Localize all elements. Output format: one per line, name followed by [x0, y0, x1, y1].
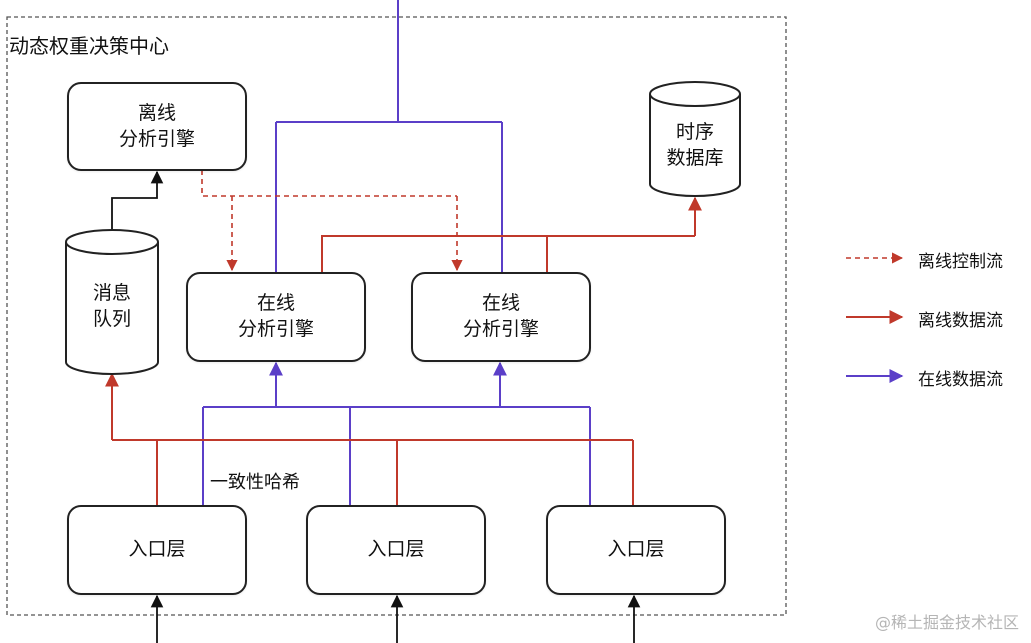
- queue-to-offline-engine: [111, 170, 164, 233]
- online-engine-1-box: [186, 272, 366, 362]
- message-queue-cylinder: [65, 229, 159, 375]
- entry-layer-2-box: [306, 505, 486, 595]
- entry-layer-1-label: 入口层: [128, 538, 186, 561]
- default-flow: [111, 170, 641, 643]
- legend-label-online-data: 在线数据流: [918, 370, 1003, 390]
- entry-layer-3-box: [546, 505, 726, 595]
- timeseries-db-cylinder: [649, 81, 741, 197]
- legend-label-offline-data: 离线数据流: [918, 311, 1003, 331]
- offline-engine-label: 离线 分析引擎: [118, 101, 195, 150]
- engine-to-tsdb-bus: [321, 235, 695, 272]
- offline-engine-box: [67, 82, 247, 171]
- credit-text: @稀土掘金技术社区: [874, 613, 1019, 632]
- offline-control-flow: [201, 170, 463, 272]
- legend-swatches: [846, 252, 904, 383]
- entry-layer-2-label: 入口层: [367, 538, 425, 561]
- control-bus: [201, 170, 457, 197]
- legend-label-offline-control: 离线控制流: [918, 252, 1003, 272]
- offline-data-flow: [105, 196, 702, 505]
- entry-layer-3-label: 入口层: [607, 538, 665, 561]
- decision-center-title: 动态权重决策中心: [9, 34, 169, 58]
- online-engine-1-label: 在线 分析引擎: [237, 292, 314, 340]
- online-engine-2-box: [411, 272, 591, 362]
- message-queue-label: 消息 队列: [92, 282, 131, 330]
- online-engine-2-label: 在线 分析引擎: [462, 292, 539, 340]
- online-data-flow: [202, 0, 591, 505]
- entry-layer-1-box: [67, 505, 247, 595]
- consistent-hash-label: 一致性哈希: [210, 472, 300, 493]
- timeseries-db-label: 时序 数据库: [666, 121, 724, 169]
